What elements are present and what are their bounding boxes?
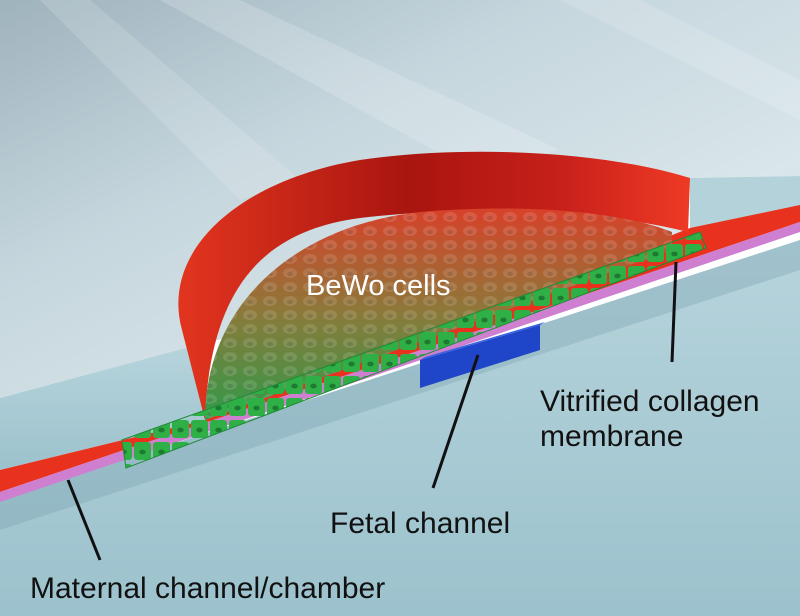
bewo-cells-label: BeWo cells bbox=[306, 270, 451, 302]
light-streak bbox=[560, 0, 800, 120]
bewo-monolayer-edge bbox=[121, 231, 707, 469]
chip-side-face-right bbox=[690, 176, 800, 230]
fetal-channel bbox=[420, 325, 540, 388]
fetal-channel-top bbox=[420, 322, 545, 360]
chip-bottom-shade bbox=[0, 240, 800, 530]
chip-side-face bbox=[0, 344, 205, 470]
chamber-wall bbox=[178, 151, 690, 420]
chip-bottom-block bbox=[0, 240, 800, 616]
leader-line-maternal bbox=[66, 479, 102, 561]
light-streak bbox=[40, 0, 300, 200]
bewo-cell-texture bbox=[205, 208, 672, 420]
fetal-channel-label: Fetal channel bbox=[330, 507, 511, 540]
leader-line-fetal bbox=[431, 354, 480, 489]
collagen-membrane-label: Vitrified collagen membrane bbox=[540, 385, 760, 454]
collagen-label-line1: Vitrified collagen bbox=[540, 385, 760, 418]
collagen-label-line2: membrane bbox=[540, 419, 684, 453]
leader-line-collagen bbox=[670, 261, 678, 363]
light-streak bbox=[160, 0, 560, 170]
bewo-monolayer bbox=[122, 232, 706, 468]
maternal-channel-label: Maternal channel/chamber bbox=[30, 572, 386, 605]
